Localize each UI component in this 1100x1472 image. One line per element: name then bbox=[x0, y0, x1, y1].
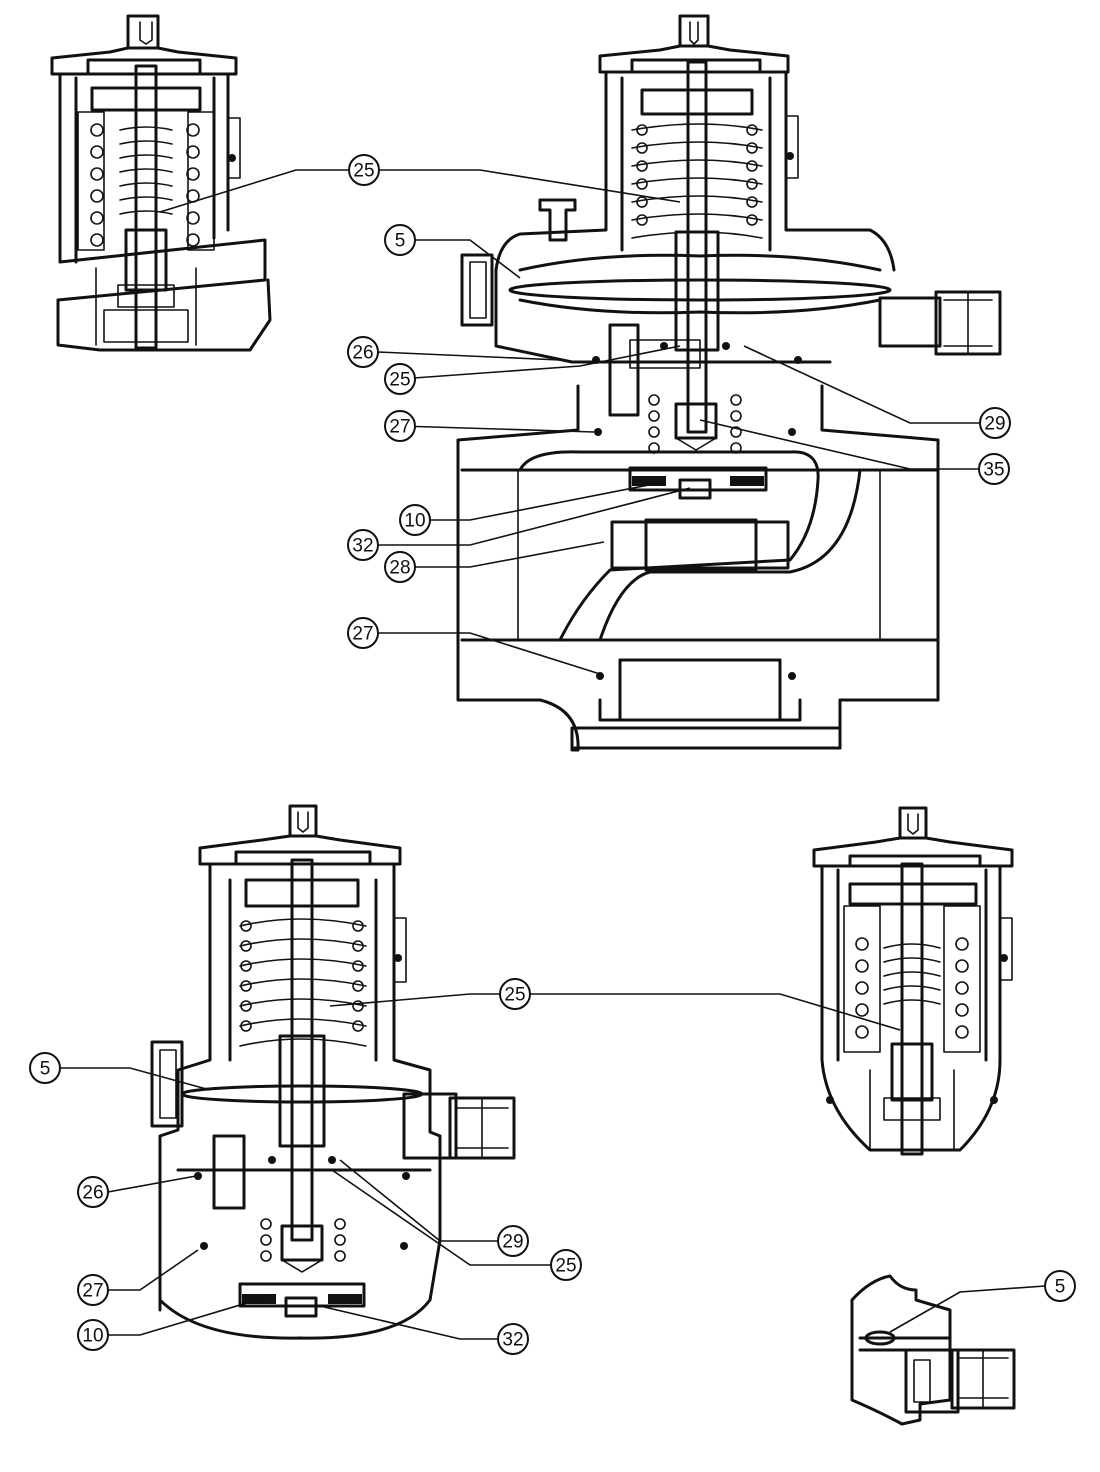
callout-label: 5 bbox=[40, 1059, 51, 1080]
callout-label: 26 bbox=[82, 1183, 103, 1204]
callout-26-b: 26 bbox=[77, 1176, 109, 1208]
callout-label: 29 bbox=[502, 1232, 523, 1253]
callout-29-a: 29 bbox=[979, 407, 1011, 439]
main-regulator-assembly bbox=[456, 14, 1002, 752]
callout-25-d: 25 bbox=[550, 1249, 582, 1281]
callout-label: 10 bbox=[82, 1326, 103, 1347]
callout-35: 35 bbox=[978, 453, 1010, 485]
callout-label: 27 bbox=[352, 624, 373, 645]
callout-label: 29 bbox=[984, 414, 1005, 435]
callout-label: 35 bbox=[983, 460, 1004, 481]
callout-26-a: 26 bbox=[347, 336, 379, 368]
callout-label: 25 bbox=[504, 985, 525, 1006]
callout-25-b: 25 bbox=[384, 363, 416, 395]
callout-32-a: 32 bbox=[347, 529, 379, 561]
callout-label: 25 bbox=[389, 370, 410, 391]
callout-27-c: 27 bbox=[77, 1274, 109, 1306]
callout-25-a: 25 bbox=[348, 154, 380, 186]
callout-27-a: 27 bbox=[384, 410, 416, 442]
callout-10-a: 10 bbox=[399, 504, 431, 536]
callout-leaders bbox=[60, 169, 1046, 1340]
bottom-right-inlet-detail bbox=[850, 1274, 1016, 1426]
callout-label: 28 bbox=[389, 558, 410, 579]
callout-28: 28 bbox=[384, 551, 416, 583]
callout-label: 25 bbox=[353, 161, 374, 182]
callout-label: 32 bbox=[502, 1330, 523, 1351]
callout-5-b: 5 bbox=[29, 1052, 61, 1084]
top-left-spring-housing bbox=[50, 14, 272, 352]
callout-32-b: 32 bbox=[497, 1323, 529, 1355]
callout-10-b: 10 bbox=[77, 1319, 109, 1351]
callout-label: 27 bbox=[82, 1281, 103, 1302]
callout-label: 5 bbox=[1055, 1277, 1066, 1298]
callout-label: 26 bbox=[352, 343, 373, 364]
callout-25-c: 25 bbox=[499, 978, 531, 1010]
callout-27-b: 27 bbox=[347, 617, 379, 649]
callout-29-b: 29 bbox=[497, 1225, 529, 1257]
lower-regulator-assembly bbox=[150, 804, 516, 1340]
callout-5-c: 5 bbox=[1044, 1270, 1076, 1302]
callout-5-a: 5 bbox=[384, 224, 416, 256]
right-spring-housing bbox=[812, 806, 1014, 1156]
callout-label: 32 bbox=[352, 536, 373, 557]
callout-label: 5 bbox=[395, 231, 406, 252]
callout-label: 25 bbox=[555, 1256, 576, 1277]
callout-label: 27 bbox=[389, 417, 410, 438]
callout-label: 10 bbox=[404, 511, 425, 532]
